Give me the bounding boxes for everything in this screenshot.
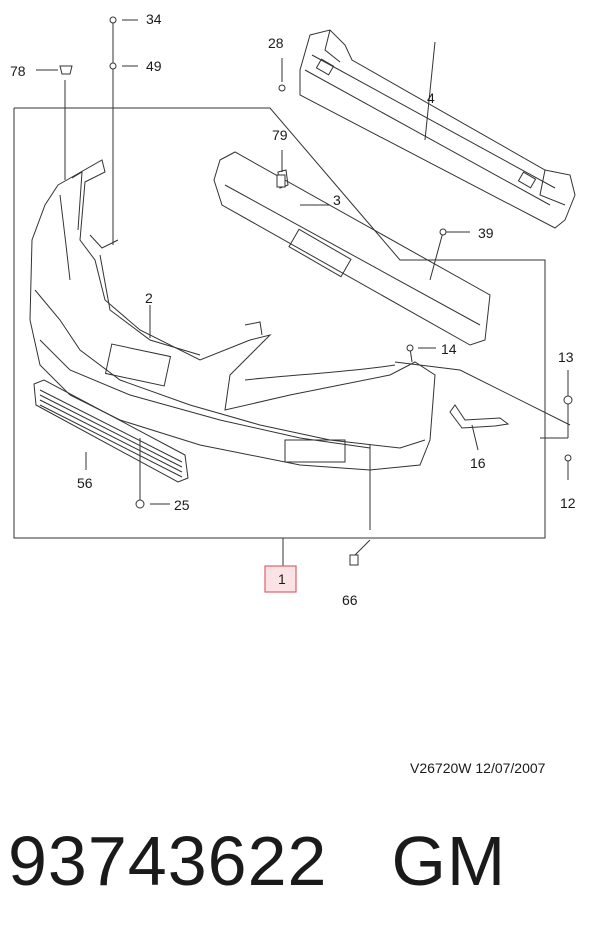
callout-34: 34 [146, 11, 162, 27]
callout-16: 16 [470, 455, 486, 471]
assembly-frame [13, 107, 546, 539]
part-number: 93743622 [8, 822, 328, 900]
part-16-bracket [449, 404, 510, 429]
callout-2: 2 [145, 290, 153, 306]
callout-25: 25 [174, 497, 190, 513]
callout-49: 49 [146, 58, 162, 74]
callout-39: 39 [478, 225, 494, 241]
part-3-absorber [213, 151, 491, 346]
callout-13: 13 [558, 349, 574, 365]
callout-66: 66 [342, 592, 358, 608]
leader-lines [36, 19, 569, 556]
part-4-reinforcement [299, 29, 576, 229]
callout-79: 79 [272, 127, 288, 143]
callout-4: 4 [427, 90, 435, 106]
callout-56: 56 [77, 475, 93, 491]
callout-12: 12 [560, 495, 576, 511]
reference-code: V26720W 12/07/2007 [410, 760, 546, 776]
callout-1: 1 [278, 571, 286, 587]
brand-name: GM [391, 822, 507, 900]
highlight-box-1 [264, 565, 297, 593]
part-56-grille [33, 379, 189, 483]
callout-14: 14 [441, 341, 457, 357]
callout-28: 28 [268, 35, 284, 51]
part-2-fascia [29, 159, 571, 471]
callout-3: 3 [333, 192, 341, 208]
callout-78: 78 [10, 63, 26, 79]
callout-labels: 1 2 3 4 12 13 14 16 25 28 34 39 49 56 66… [10, 11, 576, 608]
fastener-icons [59, 16, 573, 566]
